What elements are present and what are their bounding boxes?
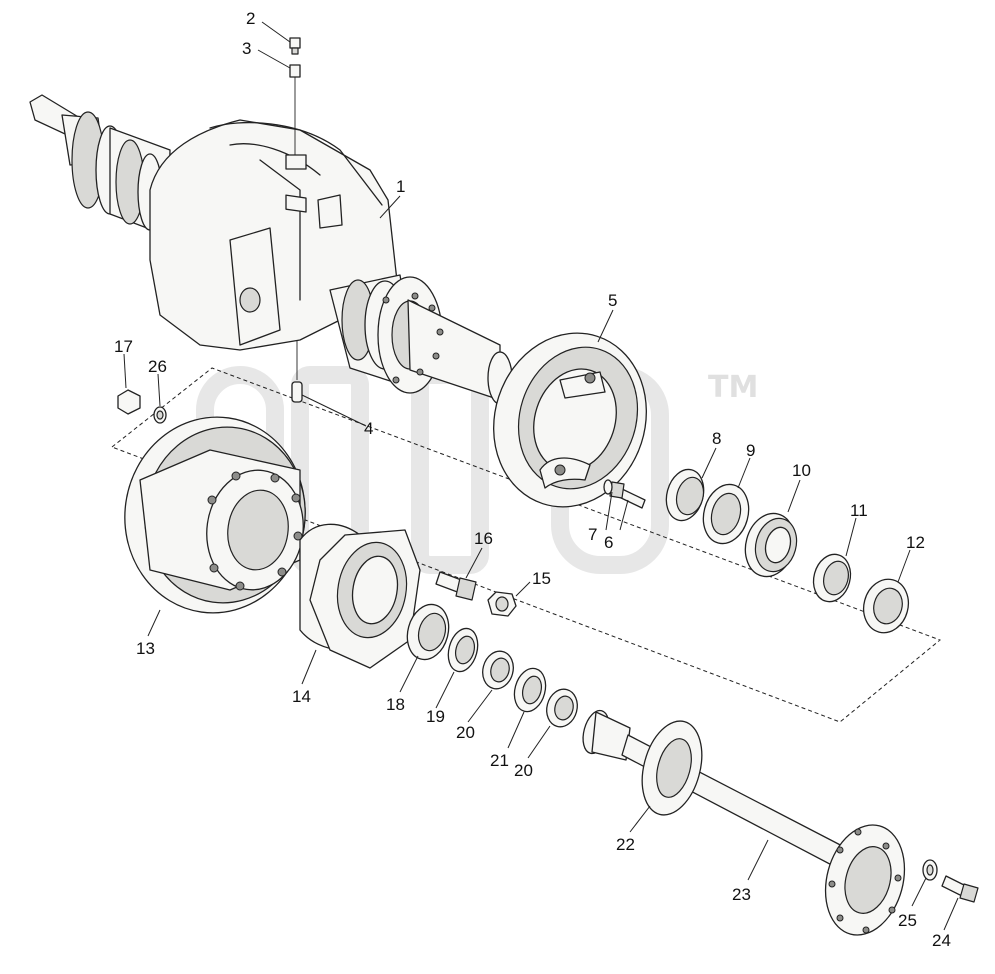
- label-7: 7: [588, 525, 597, 544]
- backing-plate-washer: [603, 479, 613, 495]
- leader-lines: [123, 21, 959, 931]
- label-10: 10: [792, 461, 811, 480]
- bearing-cup: [812, 553, 852, 603]
- part-labels: 2 3 1 4 5 7 6 8 9 10 11 12 17 26 16 15 1…: [114, 9, 951, 950]
- label-20-outer: 20: [514, 761, 533, 780]
- boss-top: [285, 154, 307, 170]
- backing-plate-bolt: [609, 481, 646, 509]
- brake-drum: [124, 416, 306, 614]
- spacer-ring: [862, 578, 910, 634]
- label-26: 26: [148, 357, 167, 376]
- label-25: 25: [898, 911, 917, 930]
- axle-housing: [29, 94, 513, 405]
- shaft-gasket: [641, 720, 703, 816]
- axle-shaft: [582, 709, 906, 936]
- label-23: 23: [732, 885, 751, 904]
- thrust-washer: [447, 627, 479, 673]
- trademark-text: TM: [708, 370, 758, 405]
- axle-nut-inner: [482, 650, 514, 690]
- label-2: 2: [246, 9, 255, 28]
- flange-nut: [487, 591, 517, 617]
- lock-washer: [153, 406, 167, 424]
- grease-nipple: [289, 37, 301, 55]
- shaft-bolt: [941, 875, 979, 903]
- label-20-inner: 20: [456, 723, 475, 742]
- assembly-boundary: [111, 367, 941, 723]
- brake-backing-plate: [493, 332, 647, 508]
- label-24: 24: [932, 931, 951, 950]
- label-16: 16: [474, 529, 493, 548]
- label-13: 13: [136, 639, 155, 658]
- shaft-washer: [922, 859, 938, 881]
- label-9: 9: [746, 441, 755, 460]
- label-12: 12: [906, 533, 925, 552]
- outer-seal: [665, 468, 705, 522]
- label-22: 22: [616, 835, 635, 854]
- wheel-stud: [435, 571, 477, 601]
- label-18: 18: [386, 695, 405, 714]
- label-15: 15: [532, 569, 551, 588]
- label-8: 8: [712, 429, 721, 448]
- label-5: 5: [608, 291, 617, 310]
- label-21: 21: [490, 751, 509, 770]
- label-1: 1: [396, 177, 405, 196]
- dowel-pin: [291, 340, 303, 403]
- wheel-nut: [117, 389, 141, 415]
- hub-bearing: [406, 603, 450, 661]
- label-19: 19: [426, 707, 445, 726]
- label-6: 6: [604, 533, 613, 552]
- axle-nut-outer: [546, 688, 578, 728]
- label-14: 14: [292, 687, 311, 706]
- label-11: 11: [850, 501, 868, 520]
- nipple-adapter: [289, 64, 301, 78]
- lock-plate: [513, 667, 547, 713]
- label-4: 4: [364, 419, 373, 438]
- label-17: 17: [114, 337, 133, 356]
- label-3: 3: [242, 39, 251, 58]
- roller-bearing: [744, 512, 798, 578]
- hub-adapter: [299, 523, 421, 669]
- seal-ring: [702, 483, 750, 545]
